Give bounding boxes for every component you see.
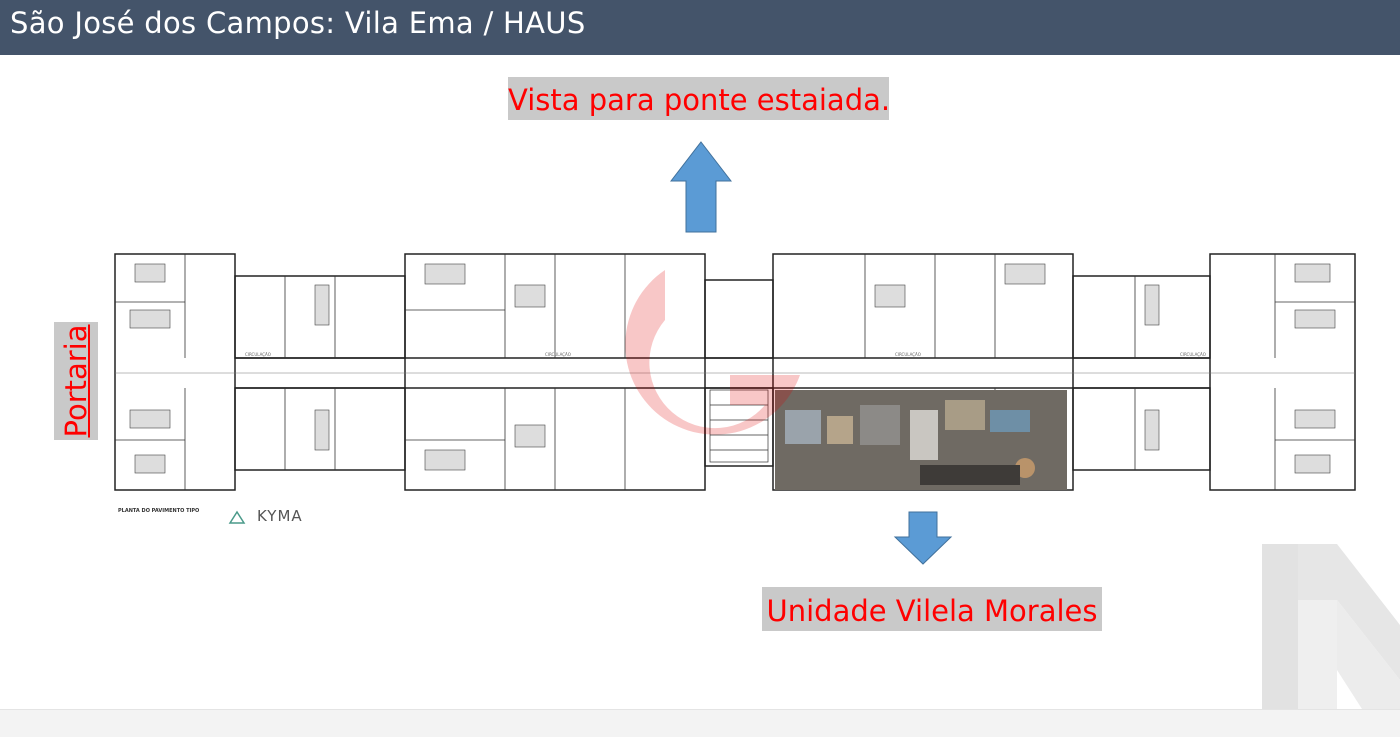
- footer-bar: [0, 709, 1400, 737]
- plan-block-left: [114, 253, 236, 491]
- svg-text:CIRCULAÇÃO: CIRCULAÇÃO: [245, 352, 271, 357]
- portaria-label: Portaria: [54, 322, 98, 440]
- g-logo-overlay: [625, 270, 800, 435]
- page-title: São José dos Campos: Vila Ema / HAUS: [10, 6, 586, 40]
- plan-block-right: [1209, 253, 1356, 491]
- unit-label: Unidade Vilela Morales: [762, 587, 1102, 631]
- watermark-logo-icon: [1262, 544, 1400, 709]
- svg-text:CIRCULAÇÃO: CIRCULAÇÃO: [1180, 352, 1206, 357]
- floor-plan: CIRCULAÇÃO CIRCULAÇÃO CIRCULAÇÃO CIRCULA…: [114, 253, 1356, 491]
- leaf-logo-icon: [228, 510, 246, 524]
- rendered-unit: [775, 390, 1067, 490]
- arrow-up-icon: [670, 141, 732, 233]
- arrow-down-icon: [893, 511, 953, 565]
- view-label: Vista para ponte estaiada.: [508, 77, 890, 120]
- plan-caption: PLANTA DO PAVIMENTO TIPO: [118, 508, 200, 514]
- kyma-logo: KYMA: [257, 507, 303, 525]
- svg-text:CIRCULAÇÃO: CIRCULAÇÃO: [545, 352, 571, 357]
- header-bar: São José dos Campos: Vila Ema / HAUS: [0, 0, 1400, 55]
- svg-text:CIRCULAÇÃO: CIRCULAÇÃO: [895, 352, 921, 357]
- portaria-label-text: Portaria: [59, 324, 93, 438]
